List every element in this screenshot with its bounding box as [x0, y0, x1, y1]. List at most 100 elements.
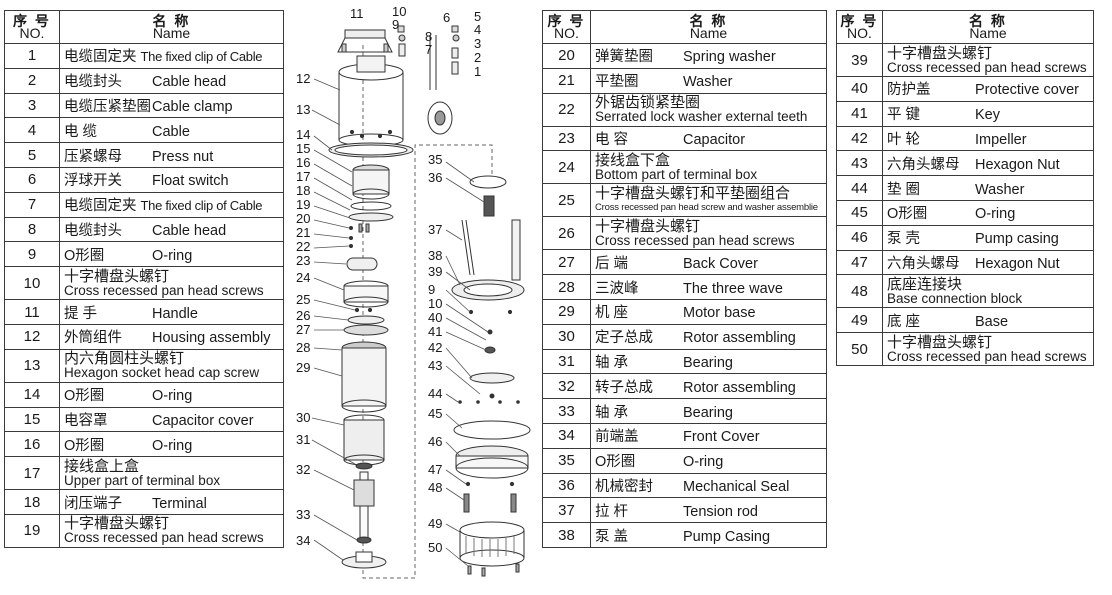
part-name-en: Spring washer: [683, 49, 776, 66]
part-number: 17: [4, 456, 60, 491]
callout-label: 3: [474, 36, 481, 51]
part-name-en: Impeller: [975, 131, 1027, 148]
part-name-cn: 电容罩: [64, 412, 108, 429]
part-name-en: O-ring: [683, 454, 724, 471]
part-name-cn: 接线盒上盒: [64, 457, 140, 475]
part-name-en: Tension rod: [683, 503, 758, 520]
part-name-en: Cable clamp: [152, 98, 233, 115]
callout-label: 12: [296, 71, 310, 86]
part-number: 41: [836, 100, 883, 127]
part-name: 电缆压紧垫圈Cable clamp: [59, 92, 284, 119]
part-number: 36: [542, 472, 591, 499]
diagram-callouts: 1234567891011121314151617181920212223242…: [296, 4, 481, 555]
callout-label: 11: [350, 6, 364, 21]
part-name-en: Front Cover: [683, 429, 760, 446]
part-number: 28: [542, 274, 591, 300]
part-name-en: O-ring: [152, 437, 193, 454]
part-number: 46: [836, 224, 883, 251]
part-name-en: Upper part of terminal box: [64, 472, 221, 488]
callout-label: 49: [428, 516, 442, 531]
part-name-cn: O形圈: [64, 247, 105, 264]
part-number: 4: [4, 117, 60, 144]
part-name-en: Cross recessed pan head screws: [887, 348, 1087, 364]
part-name-en: Washer: [975, 181, 1025, 198]
part-name-cn: 浮球开关: [64, 173, 122, 190]
part-number: 42: [836, 125, 883, 152]
part-name-en: Rotor assembling: [683, 379, 796, 396]
part-number: 49: [836, 307, 883, 334]
callout-label: 18: [296, 183, 310, 198]
part-number: 50: [836, 332, 883, 367]
part-number: 31: [542, 348, 591, 375]
callout-label: 50: [428, 540, 442, 555]
stator-rotor-part: [341, 414, 387, 569]
callout-label: 41: [428, 324, 442, 339]
callout-label: 21: [296, 225, 310, 240]
part-number: 43: [836, 150, 883, 177]
callout-label: 36: [428, 170, 442, 185]
callout-label: 45: [428, 406, 442, 421]
callout-label: 17: [296, 169, 310, 184]
part-name-en: Key: [975, 107, 1000, 124]
part-name-en: Protective cover: [975, 82, 1079, 99]
part-name-cn: 六角头螺母: [887, 156, 960, 173]
part-name-en: Hexagon Nut: [975, 156, 1060, 173]
callout-label: 30: [296, 410, 310, 425]
callout-label: 9: [428, 282, 435, 297]
part-number: 30: [542, 323, 591, 350]
motor-base-part: [341, 341, 387, 413]
part-name-cn: 底座连接块: [887, 275, 963, 293]
part-name-en: O-ring: [152, 388, 193, 405]
callout-label: 25: [296, 292, 310, 307]
part-name-en: Cross recessed pan head screws: [64, 530, 264, 546]
cable-parts: [397, 25, 460, 135]
callout-label: 47: [428, 462, 442, 477]
part-name-cn: O形圈: [64, 388, 105, 405]
part-number: 1: [4, 43, 60, 69]
part-name-en: Cable head: [152, 222, 227, 239]
part-name-cn: 外筒组件: [64, 330, 122, 347]
part-name-cn: O形圈: [64, 437, 105, 454]
part-name-cn: 后 端: [595, 255, 629, 272]
part-number: 38: [542, 522, 591, 548]
callout-label: 6: [443, 10, 450, 25]
callout-label: 31: [296, 432, 310, 447]
part-name-en: Cross recessed pan head screws: [64, 282, 264, 298]
part-name-cn: 电缆固定夹: [64, 198, 137, 215]
